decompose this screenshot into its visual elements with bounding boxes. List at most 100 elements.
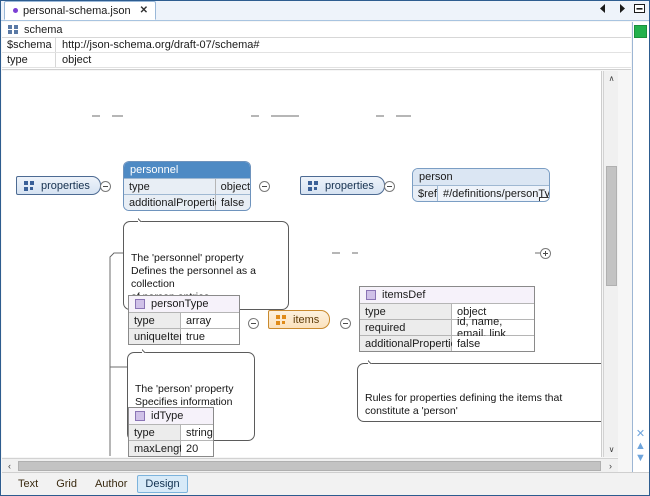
definition-icon <box>135 299 145 309</box>
next-tab-icon[interactable] <box>616 3 627 14</box>
tab-label: personal-schema.json <box>23 4 131 17</box>
schema-title: schema <box>24 23 63 36</box>
row-value[interactable]: #/definitions/personType <box>437 186 549 201</box>
tab-author[interactable]: Author <box>94 478 128 490</box>
close-icon[interactable]: ✕ <box>139 5 149 16</box>
scroll-up-icon[interactable]: ∧ <box>608 74 615 83</box>
bubble-tail-icon <box>142 348 151 353</box>
collapse-toggle-person-type[interactable] <box>248 318 259 329</box>
node-label: items <box>293 313 320 326</box>
comment-text: The 'personnel' property Defines the per… <box>131 252 256 303</box>
editor-mode-tabs: Text Grid Author Design <box>2 472 649 495</box>
overview-strip[interactable] <box>632 22 649 473</box>
row-value[interactable]: false <box>452 336 534 351</box>
collapse-toggle-personnel[interactable] <box>259 181 270 192</box>
comment-text: Rules for properties defining the items … <box>365 392 563 417</box>
collapse-toggle-items[interactable] <box>340 318 351 329</box>
node-items-def[interactable]: itemsDef type object required id, name, … <box>359 286 535 352</box>
node-properties-person[interactable]: properties <box>300 176 385 195</box>
node-title: person <box>413 169 549 185</box>
row-key: type <box>129 313 181 328</box>
definition-icon <box>366 290 376 300</box>
tab-design[interactable]: Design <box>137 475 188 493</box>
schema-row-value[interactable]: http://json-schema.org/draft-07/schema# <box>62 39 260 51</box>
node-items[interactable]: items <box>268 310 331 329</box>
node-row[interactable]: type object <box>124 178 250 194</box>
schema-row-schema[interactable]: $schema http://json-schema.org/draft-07/… <box>2 38 631 53</box>
canvas-vertical-scrollbar[interactable]: ∧ ∨ <box>603 71 618 457</box>
row-value[interactable]: id, name, email, link <box>452 316 534 340</box>
row-key: uniqueItems <box>129 329 194 344</box>
node-row[interactable]: $ref #/definitions/personType <box>413 185 549 201</box>
schema-header-grid: schema $schema http://json-schema.org/dr… <box>2 22 631 70</box>
horizontal-scroll-thumb[interactable] <box>18 461 601 471</box>
row-key: type <box>360 304 452 319</box>
scroll-left-icon[interactable]: ‹ <box>8 461 11 471</box>
node-title-row: personType <box>129 296 239 312</box>
design-canvas[interactable]: properties personnel type object additio… <box>2 71 602 457</box>
vertical-scroll-thumb[interactable] <box>606 166 617 286</box>
node-row[interactable]: type object <box>360 303 534 319</box>
node-label: properties <box>325 179 374 192</box>
row-key: maxLength <box>129 441 188 456</box>
collapse-toggle-properties-person[interactable] <box>384 181 395 192</box>
node-row[interactable]: additionalProperties false <box>124 194 250 210</box>
row-value[interactable]: object <box>215 179 250 194</box>
tab-list-menu-icon[interactable] <box>634 3 645 14</box>
node-title: personnel <box>124 162 250 178</box>
expand-toggle-items-def[interactable] <box>540 248 551 259</box>
scroll-right-icon[interactable]: › <box>609 461 612 471</box>
node-title-row: itemsDef <box>360 287 534 303</box>
node-title: idType <box>151 410 184 422</box>
node-row[interactable]: type array <box>129 312 239 328</box>
node-person-type[interactable]: personType type array uniqueItems true <box>128 295 240 345</box>
node-properties-root[interactable]: properties <box>16 176 101 195</box>
row-key: type <box>124 179 216 194</box>
row-value[interactable]: 20 <box>181 441 213 456</box>
bubble-tail-icon <box>138 217 147 222</box>
row-value[interactable]: true <box>181 329 239 344</box>
schema-row-value[interactable]: object <box>62 54 92 66</box>
node-row[interactable]: uniqueItems true <box>129 328 239 344</box>
row-value[interactable]: object <box>452 304 534 319</box>
overview-tools: ✕ ▲ ▼ <box>633 428 648 464</box>
tab-bar: personal-schema.json ✕ <box>1 1 649 21</box>
schema-row-key: $schema <box>2 38 56 52</box>
node-id-type[interactable]: idType type string maxLength 20 <box>128 407 214 457</box>
node-row[interactable]: additionalProperties false <box>360 335 534 351</box>
row-key: required <box>360 320 452 335</box>
row-key: type <box>129 425 181 440</box>
node-row[interactable]: required id, name, email, link <box>360 316 534 340</box>
row-value[interactable]: array <box>181 313 239 328</box>
unsaved-dot-icon <box>13 8 18 13</box>
node-row[interactable]: type string <box>129 424 213 440</box>
follow-reference-icon[interactable]: ↗ <box>539 197 549 201</box>
node-personnel[interactable]: personnel type object additionalProperti… <box>123 161 251 211</box>
items-icon <box>276 314 287 325</box>
schema-row-type[interactable]: type object <box>2 53 631 68</box>
tab-text[interactable]: Text <box>18 478 39 490</box>
scroll-down-icon[interactable]: ∨ <box>608 445 615 454</box>
comment-personnel: The 'personnel' property Defines the per… <box>123 221 289 310</box>
node-person-ref[interactable]: person $ref #/definitions/personType ↗ <box>412 168 550 202</box>
row-key: additionalProperties <box>360 336 462 351</box>
tab-tools <box>598 3 645 14</box>
move-handle-icon[interactable]: ✕ <box>635 428 646 440</box>
row-value[interactable]: string <box>181 425 213 440</box>
overview-up-icon[interactable]: ▲ <box>635 440 646 452</box>
tab-grid[interactable]: Grid <box>56 478 77 490</box>
schema-row-key: type <box>2 53 56 67</box>
tab-personal-schema-json[interactable]: personal-schema.json ✕ <box>4 1 157 20</box>
properties-icon <box>308 180 319 191</box>
overview-down-icon[interactable]: ▼ <box>635 452 646 464</box>
prev-tab-icon[interactable] <box>598 3 609 14</box>
node-row[interactable]: maxLength 20 <box>129 440 213 456</box>
schema-grid-icon <box>8 25 18 34</box>
node-label: properties <box>41 179 90 192</box>
canvas-horizontal-scrollbar[interactable]: ‹ › <box>2 458 618 473</box>
row-value[interactable]: false <box>216 195 250 210</box>
collapse-toggle-properties-root[interactable] <box>100 181 111 192</box>
bubble-tail-icon <box>368 359 377 364</box>
row-key: $ref <box>413 186 438 201</box>
schema-title-row: schema <box>2 22 631 38</box>
